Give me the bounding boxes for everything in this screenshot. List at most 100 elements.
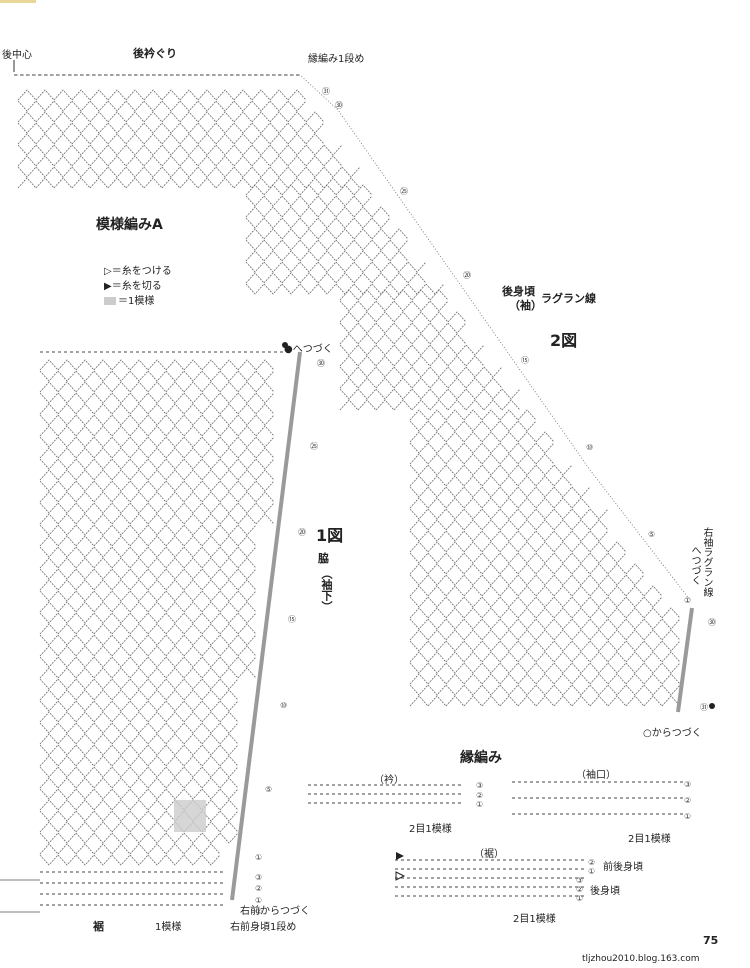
stitch-row <box>245 195 373 207</box>
stitch-row <box>409 409 537 421</box>
stitch-row <box>339 322 467 334</box>
stitch-row <box>39 447 275 459</box>
row-number: ⑳ <box>463 271 471 280</box>
stitch-row <box>39 458 275 470</box>
stitch-row <box>409 629 681 641</box>
hem-paren-label: （裾） <box>474 849 504 860</box>
stitch-row <box>17 122 325 134</box>
edging-row1-label: 縁編み1段め <box>308 54 365 65</box>
row-number: ① <box>588 867 596 876</box>
stitch-row <box>39 480 275 492</box>
stitch-row <box>39 579 257 591</box>
stitch-row <box>17 155 343 167</box>
sleeve-under-label: （袖下） <box>320 568 333 612</box>
row-number: ① <box>255 853 263 862</box>
stitch-row <box>39 689 239 701</box>
continue-dot <box>709 703 715 709</box>
stitch-row <box>409 684 681 696</box>
stitch-row <box>409 442 555 454</box>
stitch-row <box>339 388 521 400</box>
stitch-row <box>339 289 449 301</box>
stitch-row <box>409 508 609 520</box>
row-number: ㉛ <box>322 87 330 96</box>
cuff-repeat-label: 2目1模様 <box>628 834 671 845</box>
row-number: ㉕ <box>400 187 408 196</box>
back-center-label: 後中心 <box>2 50 32 61</box>
row-number: ② <box>576 885 584 894</box>
stitch-row <box>39 821 239 833</box>
stitch-row <box>39 601 257 613</box>
row-number: ① <box>684 596 692 605</box>
row-number: ㉚ <box>317 359 325 368</box>
back-body-label: 後身頃 <box>502 285 535 298</box>
stitch-row <box>39 469 275 481</box>
stitch-row <box>409 541 627 553</box>
edging-title: 縁編み <box>460 750 502 766</box>
continue-to-dot-label: ●へつづく <box>284 344 333 355</box>
row-number: ㉛ <box>700 703 708 712</box>
stitch-row <box>409 420 537 432</box>
stitch-row <box>39 645 257 657</box>
row-number: ② <box>588 858 596 867</box>
stitch-row <box>39 700 239 712</box>
legend-repeat: ＝1模様 <box>104 292 154 307</box>
row-number: ① <box>255 896 263 905</box>
row-number: ⑩ <box>280 701 288 710</box>
stitch-row <box>409 519 609 531</box>
stitch-row <box>409 585 663 597</box>
row-number: ⑳ <box>298 528 306 537</box>
stitch-row <box>409 486 591 498</box>
stitch-row <box>409 607 681 619</box>
watermark: tljzhou2010.blog.163.com <box>582 954 700 964</box>
continue-from-right-front: 右前からつづく <box>240 906 310 917</box>
edging-stitch-rows <box>308 781 683 897</box>
page-number: 75 <box>703 934 719 947</box>
stitch-row <box>39 392 275 404</box>
stitch-row <box>409 453 555 465</box>
row-number: ③ <box>576 876 584 885</box>
stitch-row <box>17 89 307 101</box>
stitch-row <box>39 612 257 624</box>
hem-label: 裾 <box>93 920 104 933</box>
stitch-row <box>39 568 257 580</box>
stitch-row <box>409 618 681 630</box>
row-number: ② <box>255 884 263 893</box>
row-number: ② <box>476 791 484 800</box>
stitch-row <box>39 777 239 789</box>
stitch-row <box>409 596 663 608</box>
stitch-row <box>409 497 591 509</box>
stitch-row <box>339 377 503 389</box>
stitch-row <box>339 366 503 378</box>
stitch-row <box>245 184 373 196</box>
stitch-row <box>39 788 239 800</box>
stitch-row <box>39 590 257 602</box>
sleeve-label: （袖） <box>509 299 542 312</box>
stitch-row <box>339 399 521 411</box>
stitch-row <box>409 530 609 542</box>
stitch-row <box>17 144 343 156</box>
stitch-row <box>39 557 257 569</box>
stitch-row <box>39 414 275 426</box>
stitch-row <box>39 766 239 778</box>
stitch-row <box>17 166 361 178</box>
stitch-row <box>39 656 257 668</box>
stitch-row <box>39 425 275 437</box>
stitch-row <box>39 381 275 393</box>
raglan-line-label: ラグラン線 <box>541 292 596 305</box>
stitch-row <box>245 272 427 284</box>
stitch-row <box>39 524 257 536</box>
row-number: ③ <box>255 873 263 882</box>
legend-repeat-text: ＝1模様 <box>118 296 155 307</box>
stitch-row <box>39 623 257 635</box>
repeat-swatch <box>104 297 116 305</box>
continue-to-label: へつづく <box>689 545 700 585</box>
stitch-row <box>39 711 239 723</box>
stitch-row <box>39 810 239 822</box>
row-number: ⑤ <box>648 530 656 539</box>
stitch-row <box>39 755 239 767</box>
row-number: ㉚ <box>335 101 343 110</box>
one-repeat-label: 1模様 <box>155 922 182 933</box>
stitch-row <box>39 502 275 514</box>
hem-guide-lines <box>0 879 40 913</box>
continue-dot <box>282 342 288 348</box>
